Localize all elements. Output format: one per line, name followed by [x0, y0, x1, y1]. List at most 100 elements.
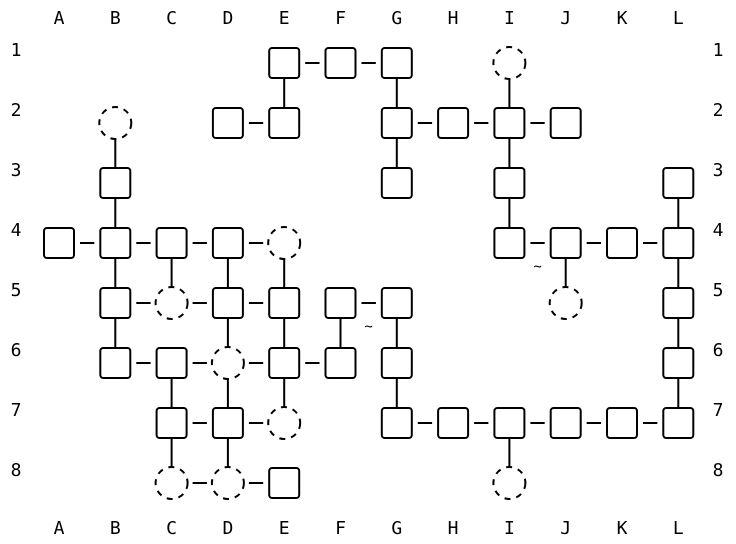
room-box [380, 407, 413, 439]
column-label-bottom: J [560, 518, 571, 539]
room-box [380, 287, 413, 319]
room-box [437, 107, 470, 139]
room-box [99, 347, 132, 379]
unexplored-room [154, 466, 189, 500]
column-label-top: C [166, 8, 177, 29]
room-box [380, 47, 413, 79]
special-connection-marks: ~~ [364, 259, 541, 335]
row-label-left: 7 [11, 400, 22, 421]
unexplored-room [154, 286, 189, 320]
column-label-bottom: H [448, 518, 459, 539]
column-label-top: J [560, 8, 571, 29]
column-label-top: D [222, 8, 233, 29]
room-box [493, 107, 526, 139]
room-box [99, 287, 132, 319]
column-label-top: B [110, 8, 121, 29]
room-box [493, 227, 526, 259]
row-label-left: 5 [11, 280, 22, 301]
room-box [211, 227, 244, 259]
room-box [268, 467, 301, 499]
row-label-right: 5 [713, 280, 724, 301]
column-label-bottom: I [504, 518, 515, 539]
row-label-right: 1 [713, 40, 724, 61]
room-box [211, 287, 244, 319]
row-label-right: 2 [713, 100, 724, 121]
room-box [268, 347, 301, 379]
unexplored-room [267, 406, 302, 440]
room-box [662, 227, 695, 259]
unexplored-room [210, 466, 245, 500]
unexplored-room [492, 466, 527, 500]
room-box [155, 227, 188, 259]
room-box [155, 407, 188, 439]
unexplored-room [267, 226, 302, 260]
room-box [662, 407, 695, 439]
column-label-bottom: G [391, 518, 402, 539]
column-label-bottom: A [54, 518, 65, 539]
row-label-left: 6 [11, 340, 22, 361]
column-label-bottom: F [335, 518, 346, 539]
room-connections [80, 62, 680, 484]
row-label-left: 3 [11, 160, 22, 181]
room-box [549, 407, 582, 439]
room-box [324, 347, 357, 379]
room-box [493, 407, 526, 439]
row-labels-right: 1 2 3 4 5 6 7 8 [713, 40, 724, 481]
room-box [662, 287, 695, 319]
row-label-right: 7 [713, 400, 724, 421]
column-label-top: A [54, 8, 65, 29]
column-label-top: K [617, 8, 628, 29]
room-box [211, 407, 244, 439]
row-label-right: 4 [713, 220, 724, 241]
room-box [493, 167, 526, 199]
unexplored-room [492, 46, 527, 80]
room-box [662, 347, 695, 379]
row-label-left: 8 [11, 460, 22, 481]
column-labels-top: A B C D E F G H I J K L [54, 8, 684, 29]
unexplored-room [548, 286, 583, 320]
column-label-top: H [448, 8, 459, 29]
column-label-top: F [335, 8, 346, 29]
room-box [268, 47, 301, 79]
room-box [211, 107, 244, 139]
room-box [43, 227, 75, 259]
column-label-bottom: D [222, 518, 233, 539]
room-box [324, 47, 357, 79]
row-label-right: 6 [713, 340, 724, 361]
tilde-mark: ~ [364, 319, 372, 335]
room-box [268, 287, 301, 319]
row-label-right: 8 [713, 460, 724, 481]
column-label-top: E [279, 8, 290, 29]
column-label-top: L [673, 8, 684, 29]
tilde-mark: ~ [533, 259, 541, 275]
room-box [324, 287, 357, 319]
row-label-left: 4 [11, 220, 22, 241]
column-label-bottom: E [279, 518, 290, 539]
room-box [606, 227, 638, 259]
room-box [549, 107, 582, 139]
room-box [268, 107, 301, 139]
column-label-bottom: B [110, 518, 121, 539]
room-box [99, 227, 132, 259]
room-box [155, 347, 188, 379]
column-label-top: I [504, 8, 515, 29]
rooms [43, 46, 695, 500]
room-box [380, 107, 413, 139]
room-box [606, 407, 638, 439]
unexplored-room [98, 106, 133, 140]
row-label-left: 1 [11, 40, 22, 61]
column-label-bottom: L [673, 518, 684, 539]
room-box [99, 167, 132, 199]
unexplored-room [210, 346, 245, 380]
room-box [662, 167, 695, 199]
column-label-top: G [391, 8, 402, 29]
column-label-bottom: C [166, 518, 177, 539]
room-box [437, 407, 470, 439]
room-box [380, 347, 413, 379]
room-box [380, 167, 413, 199]
row-label-right: 3 [713, 160, 724, 181]
room-box [549, 227, 582, 259]
